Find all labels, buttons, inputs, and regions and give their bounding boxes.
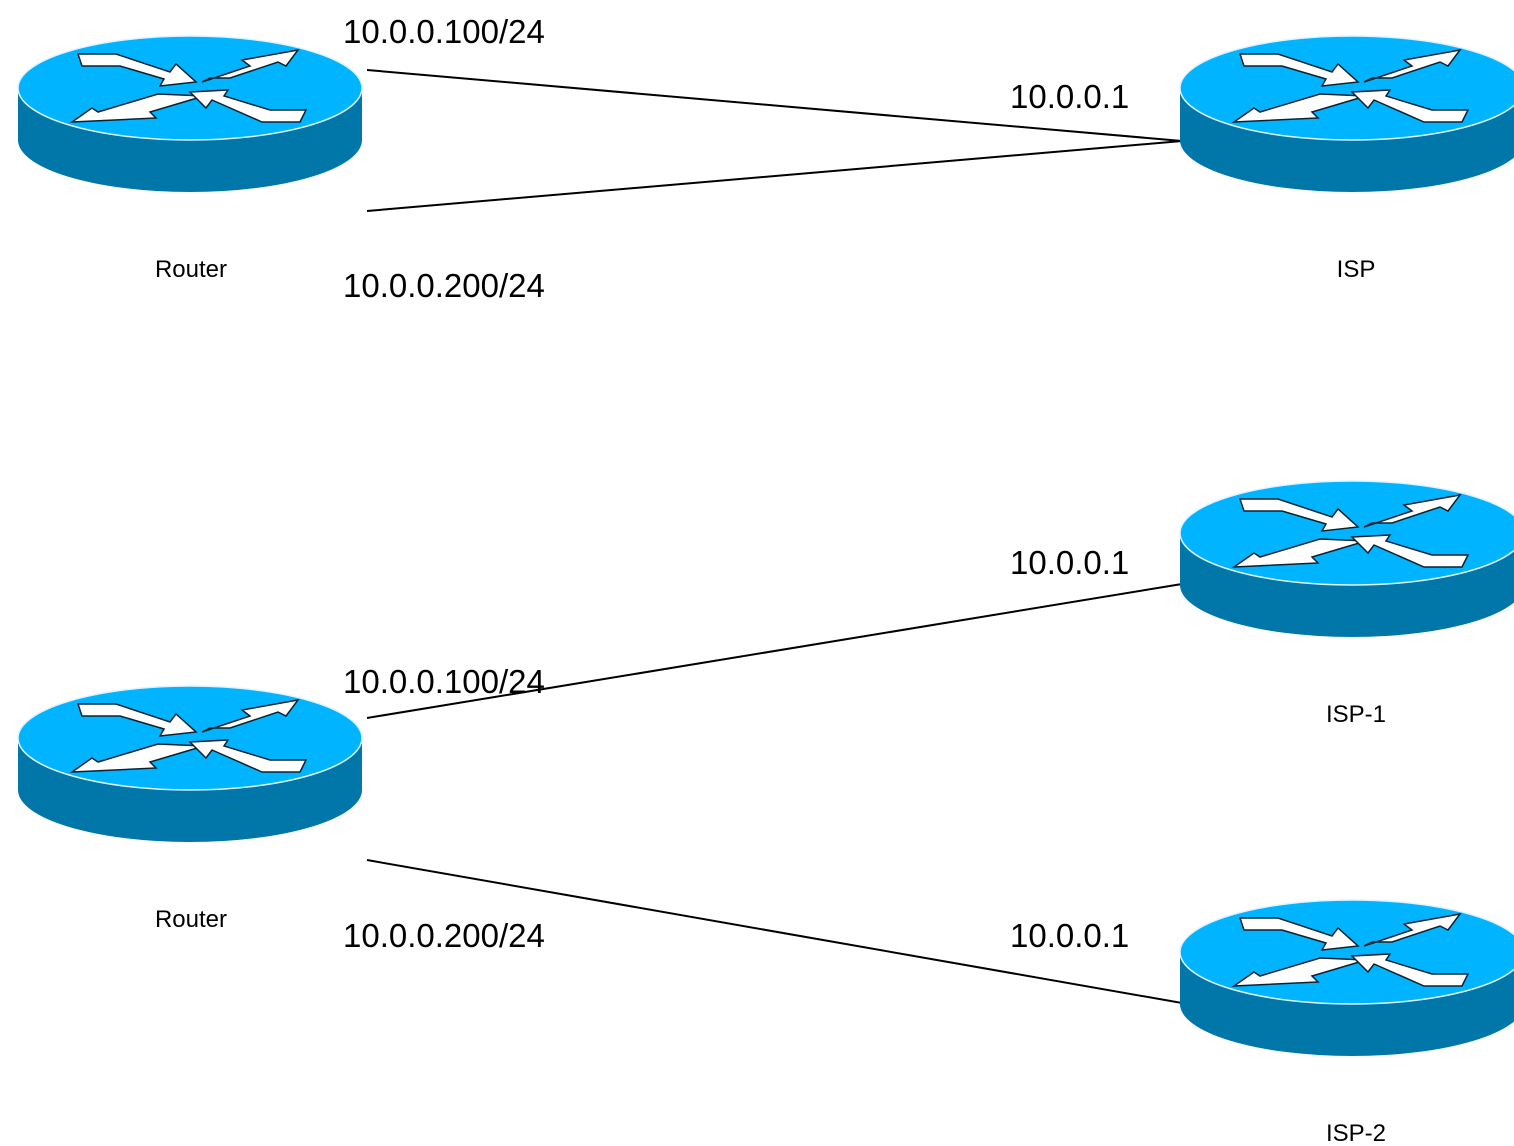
ip-label-router-lower: 10.0.0.200/24 [343, 917, 545, 954]
link-router-upper-to-isp1 [366, 583, 1183, 719]
ip-label-router-upper: 10.0.0.100/24 [343, 13, 545, 50]
device-label-router: Router [155, 256, 227, 283]
device-label-router: Router [155, 906, 227, 933]
router-icon[interactable] [1179, 35, 1514, 193]
router-icon[interactable] [17, 685, 363, 843]
ip-label-router-lower: 10.0.0.200/24 [343, 267, 545, 304]
ip-label-isp1: 10.0.0.1 [1010, 544, 1129, 581]
bottom-diagram: Router ISP-1 ISP-2 10.0.0.100/24 10.0.0.… [17, 480, 1514, 1146]
ip-label-isp: 10.0.0.1 [1010, 78, 1129, 115]
device-label-isp: ISP [1337, 256, 1376, 283]
ip-label-router-upper: 10.0.0.100/24 [343, 663, 545, 700]
link-router-lower-to-isp2 [366, 859, 1183, 1004]
router-icon[interactable] [17, 35, 363, 193]
device-label-isp1: ISP-1 [1326, 701, 1386, 728]
ip-label-isp2: 10.0.0.1 [1010, 917, 1129, 954]
router-icon[interactable] [1179, 899, 1514, 1057]
link-router-lower-to-isp [366, 140, 1183, 212]
link-router-upper-to-isp [366, 69, 1183, 142]
device-label-isp2: ISP-2 [1326, 1120, 1386, 1146]
router-icon[interactable] [1179, 480, 1514, 638]
top-diagram: Router ISP 10.0.0.100/24 10.0.0.200/24 1… [17, 13, 1514, 304]
